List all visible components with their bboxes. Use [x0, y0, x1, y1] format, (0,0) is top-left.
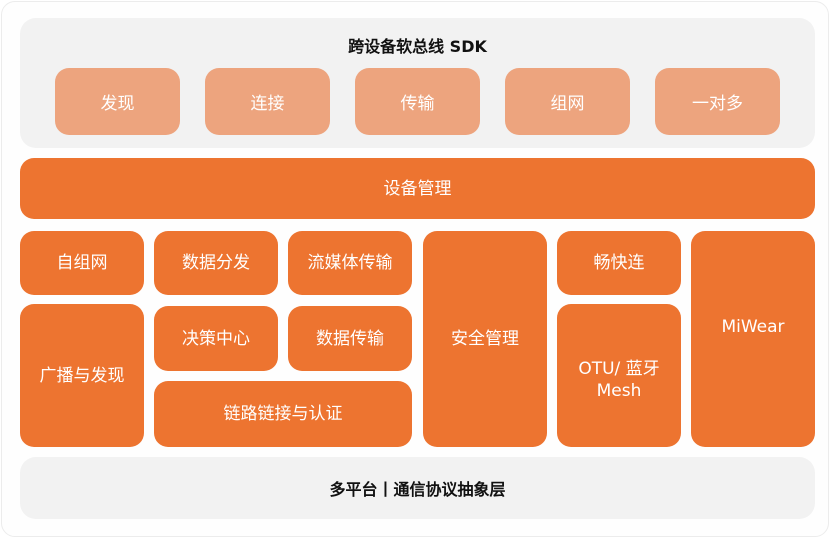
- module-broadcast-discovery: 广播与发现: [20, 304, 144, 447]
- otu-mesh-line1: OTU/ 蓝牙: [578, 358, 660, 379]
- module-streaming: 流媒体传输: [288, 231, 412, 295]
- module-data-distribution: 数据分发: [154, 231, 278, 295]
- module-miwear: MiWear: [691, 231, 815, 447]
- capability-connection: 连接: [205, 68, 330, 135]
- module-quick-connect: 畅快连: [557, 231, 681, 295]
- module-security: 安全管理: [423, 231, 547, 447]
- device-management-bar: 设备管理: [20, 158, 815, 219]
- sdk-title: 跨设备软总线 SDK: [348, 37, 487, 56]
- module-data-transfer: 数据传输: [288, 306, 412, 371]
- module-ad-hoc-network: 自组网: [20, 231, 144, 295]
- miwear-label: MiWear: [721, 317, 785, 337]
- module-link-auth: 链路链接与认证: [154, 381, 412, 447]
- otu-mesh-line2: Mesh: [596, 380, 642, 401]
- capability-one-to-many: 一对多: [655, 68, 780, 135]
- module-otu-mesh: OTU/ 蓝牙 Mesh: [557, 304, 681, 447]
- capability-networking: 组网: [505, 68, 630, 135]
- capability-discovery: 发现: [55, 68, 180, 135]
- capability-transmission: 传输: [355, 68, 480, 135]
- abstraction-layer-label: 多平台丨通信协议抽象层: [329, 480, 506, 499]
- module-decision-center: 决策中心: [154, 306, 278, 371]
- abstraction-layer-panel: [20, 457, 815, 519]
